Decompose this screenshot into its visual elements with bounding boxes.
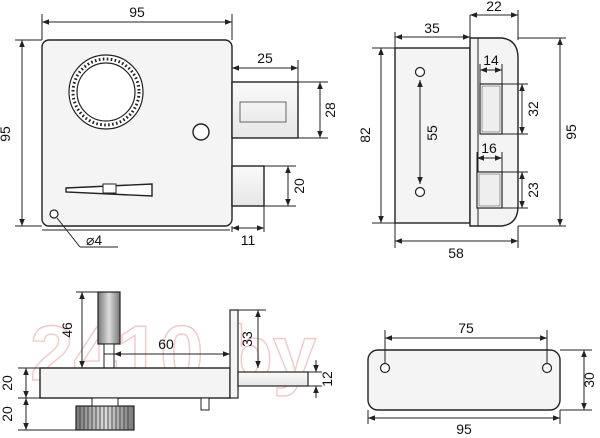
strike-hole-right: [541, 362, 553, 374]
dim-strike-height: 30: [581, 372, 597, 388]
front-view: 95 95 25 28 20 11 ⌀4: [0, 4, 338, 248]
dim-latch-length: 11: [241, 232, 256, 248]
dim-left-bottom: 20: [0, 406, 15, 422]
dim-hole-spacing: 55: [424, 125, 440, 141]
lower-screw-hole: [414, 186, 426, 198]
side-view: 55 35 22 82 95 14 32 16: [357, 0, 579, 261]
faceplate-bottom: [229, 309, 239, 399]
dim-spindle: 60: [158, 336, 174, 352]
dim-deadbolt-height: 28: [322, 102, 338, 118]
dim-front-height: 95: [0, 126, 13, 142]
dim-plate-height: 33: [239, 331, 255, 347]
dim-deadbolt-length: 25: [257, 50, 273, 66]
strike-plate-view: 75 95 30: [367, 320, 597, 437]
release-knob: [192, 123, 210, 141]
knurled-knob: [75, 405, 135, 431]
bolt-bottom: [237, 371, 309, 387]
dim-lower-slot-height: 23: [525, 182, 541, 198]
dim-faceplate: 22: [486, 0, 502, 14]
dim-overall-depth: 58: [448, 245, 464, 261]
cylinder-side: [97, 291, 121, 345]
dim-hole-diameter: ⌀4: [86, 232, 102, 248]
dim-strike-hole-spacing: 75: [458, 320, 474, 336]
dim-body-depth: 35: [424, 20, 440, 36]
dim-latch-height: 20: [291, 178, 307, 194]
cylinder-face: [76, 62, 136, 122]
latch-bolt: [231, 165, 265, 207]
cylinder-knurl: [71, 57, 141, 127]
dim-front-width: 95: [129, 4, 145, 20]
mounting-hole: [49, 209, 59, 219]
strike-hole-left: [379, 362, 391, 374]
base-plate: [39, 367, 231, 399]
dim-left-top: 20: [0, 375, 15, 391]
dim-lower-slot-width: 16: [481, 140, 497, 156]
dim-side-height: 82: [357, 127, 373, 143]
dim-upper-slot-height: 32: [525, 101, 541, 117]
lock-body-side: [394, 47, 471, 224]
upper-screw-hole: [414, 66, 426, 78]
dim-cylinder-height: 46: [59, 322, 75, 338]
dim-bolt: 12: [319, 371, 335, 387]
dim-upper-slot-width: 14: [483, 52, 499, 68]
dim-strike-length: 95: [456, 421, 472, 437]
dim-overall-height: 95: [563, 124, 579, 140]
strike-plate: [367, 349, 561, 411]
bottom-view: 46 60 33 12 20 20: [0, 291, 335, 431]
deadbolt: [231, 81, 299, 139]
